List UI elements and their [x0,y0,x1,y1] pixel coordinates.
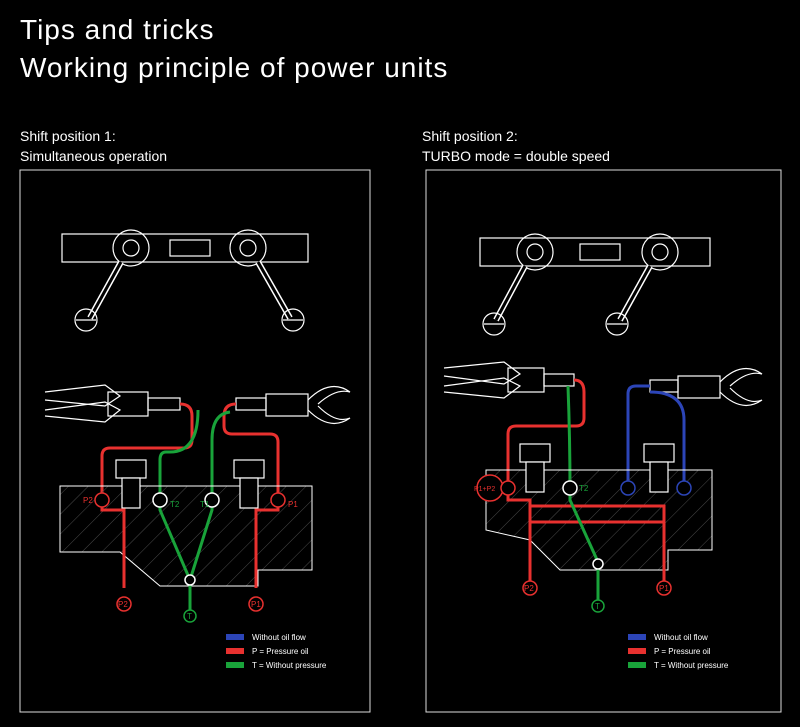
title-line-2: Working principle of power units [20,52,449,83]
label-p1-bottom: P1 [251,600,261,609]
label-p2-bottom-2: P2 [524,584,534,593]
port-turbo-pressure [500,480,516,496]
port-t2 [152,492,168,508]
t2-hose [158,409,200,500]
panel-2-frame [425,169,782,713]
label-t2: T2 [170,500,180,509]
legend-2: Without oil flow P = Pressure oil T = Wi… [628,633,729,670]
legend-text-no-pressure: T = Without pressure [252,661,327,670]
legend-swatch-no-flow [226,634,244,640]
legend-text-no-pressure: T = Without pressure [654,661,729,670]
label-p1p2: P1+P2 [474,486,495,493]
label-p1-bottom-2: P1 [659,584,669,593]
panel-2-caption-line-1: Shift position 2: [422,128,518,144]
t1-hose [210,410,231,500]
label-t2-2: T2 [579,484,589,493]
port-t1 [204,492,220,508]
port-p1-bottom-2 [656,580,672,596]
port-t-junction-2 [592,558,604,570]
panel-2-caption-line-2: TURBO mode = double speed [422,148,610,164]
panel-1-frame [19,169,371,713]
port-p2-bottom [116,596,132,612]
label-t-bottom-2: T [595,602,600,611]
cutter-tool-2 [649,367,763,407]
legend-swatch-no-pressure [226,662,244,668]
valve-block-2 [485,469,713,571]
spreader-tool-2 [443,361,575,399]
valves-2 [519,443,675,493]
label-t1: T1 [200,500,210,509]
label-p2-bottom: P2 [118,600,128,609]
panel-1-caption-line-2: Simultaneous operation [20,148,168,164]
port-cutter-b [676,480,692,496]
port-cutter-a [620,480,636,496]
label-t-bottom: T [187,612,192,621]
legend-1: Without oil flow P = Pressure oil T = Wi… [226,633,327,670]
power-unit-top-view [61,229,309,332]
legend-swatch-pressure [226,648,244,654]
cutter-hose-b [649,390,686,488]
port-p1-top [270,492,286,508]
power-unit-top-view-2 [479,233,711,336]
port-t-bottom [183,609,197,623]
port-p2-top [94,492,110,508]
turbo-p1-channel [530,504,666,586]
legend-text-no-flow: Without oil flow [654,633,708,642]
p1-hose [222,402,280,500]
port-t-bottom-2 [591,599,605,613]
panel-2: P1+P2 T2 P2 P1 T Without oil flow P = Pr… [425,169,782,713]
legend-text-pressure: P = Pressure oil [654,647,711,656]
legend-text-pressure: P = Pressure oil [252,647,309,656]
port-p1-bottom [248,596,264,612]
legend-swatch-pressure [628,648,646,654]
panel-1: P2 T2 T1 P1 P2 P1 T Without oil flow P =… [19,169,371,713]
label-p1-top: P1 [288,500,298,509]
title-line-1: Tips and tricks [20,14,215,45]
cutter-tool [235,385,351,425]
panel-1-caption-line-1: Shift position 1: [20,128,116,144]
cutter-hose-a [626,384,650,488]
port-t-junction [184,574,196,586]
port-p2-bottom-2 [522,580,538,596]
legend-swatch-no-flow [628,634,646,640]
spreader-tool [44,384,181,423]
port-t2-2 [562,480,578,496]
legend-swatch-no-pressure [628,662,646,668]
legend-text-no-flow: Without oil flow [252,633,306,642]
label-p2-top: P2 [83,496,93,505]
panel-2-caption: Shift position 2: TURBO mode = double sp… [422,126,610,166]
panel-1-caption: Shift position 1: Simultaneous operation [20,126,167,166]
valves-1 [115,459,265,509]
p2-hose [100,402,194,500]
turbo-pressure-hose [506,378,586,488]
